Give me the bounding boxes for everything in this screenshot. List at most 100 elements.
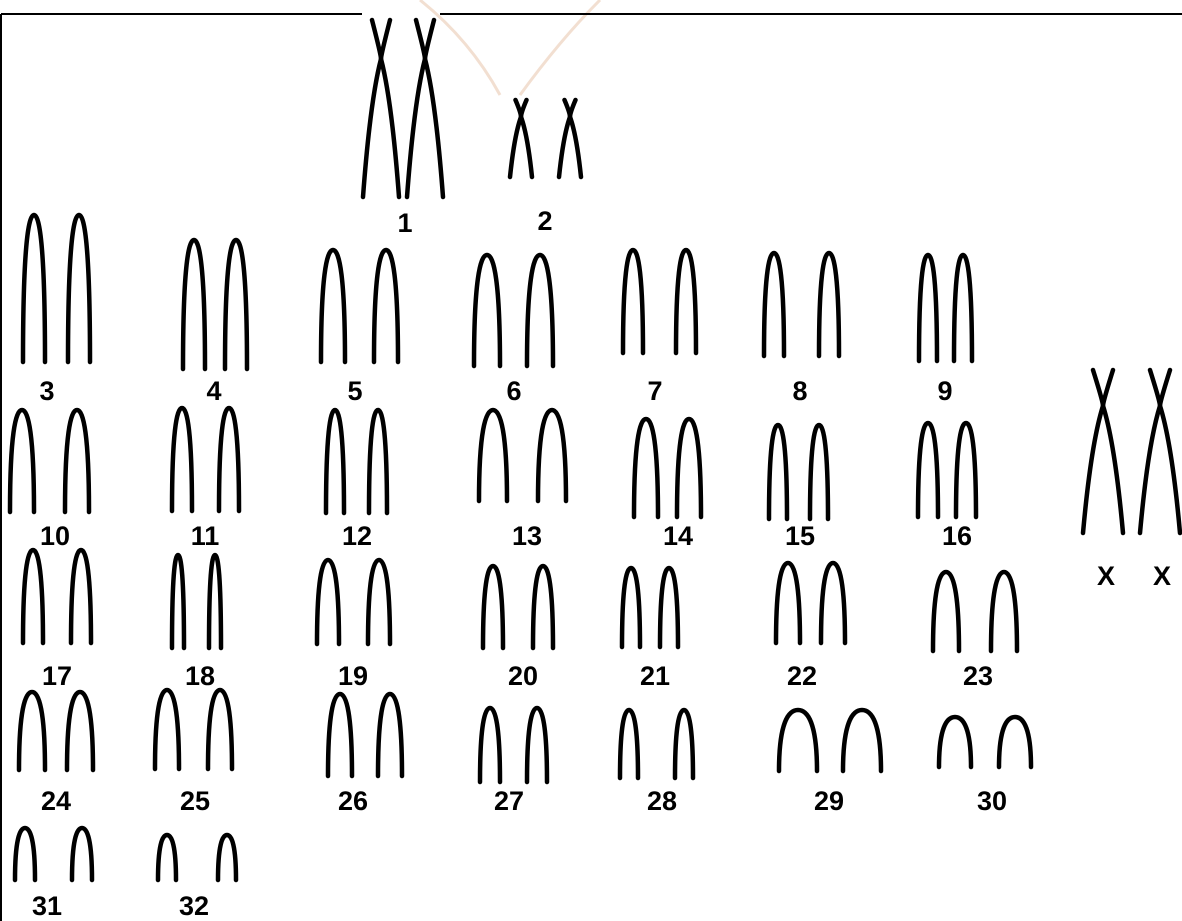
chromosome-1-b [407,20,443,197]
chromosome-label-27: 27 [494,786,524,816]
chromosome-21-a [622,568,640,647]
chromosome-x-b [1140,370,1180,533]
chromosome-label-7: 7 [647,376,662,406]
chromosome-label-14: 14 [663,521,693,551]
chromosome-label-6: 6 [506,376,521,406]
chromosome-label-9: 9 [937,376,952,406]
chromosome-15-a [769,425,787,519]
chromosome-label-12: 12 [342,521,372,551]
chromosome-label-5: 5 [347,376,362,406]
chromosome-1-a [363,20,399,197]
chromosome-8-a [764,253,784,356]
chromosome-22-a [776,563,800,643]
chromosome-label-19: 19 [338,661,368,691]
chromosome-16-a [918,423,938,517]
chromosome-8-b [819,253,839,356]
chromosome-29-a [779,710,817,771]
chromosome-label-29: 29 [814,786,844,816]
chromosome-28-b [675,710,693,778]
chromosome-16-b [956,423,976,517]
chromosome-2-a [510,100,532,177]
chromosome-20-a [483,566,503,648]
chromosome-2-b [559,100,581,177]
chromosome-label-8: 8 [792,376,807,406]
chromosome-27-b [527,708,547,782]
chromosome-26-b [378,694,402,776]
chromosome-12-a [326,410,344,513]
chromosome-label-3: 3 [39,376,54,406]
chromosome-17-b [71,550,91,643]
chromosome-26-a [328,694,352,776]
sex-chromosome-label-2: X [1153,561,1171,591]
chromosome-31-b [72,828,92,880]
chromosome-21-b [660,568,678,647]
chromosome-23-b [991,572,1017,651]
chromosome-5-b [374,250,398,362]
chromosome-13-b [538,410,566,501]
chromosome-label-1: 1 [397,208,412,238]
chromosome-11-a [172,408,192,511]
chromosome-30-a [939,717,971,767]
chromosome-29-b [843,710,881,771]
chromosome-label-17: 17 [42,661,72,691]
chromosome-28-a [620,710,638,778]
chromosome-label-24: 24 [41,786,71,816]
chromosome-18-b [209,555,221,648]
chromosome-label-11: 11 [191,521,220,551]
chromosome-30-b [999,717,1031,767]
chromosome-label-25: 25 [180,786,210,816]
chromosome-label-20: 20 [508,661,538,691]
chromosome-17-a [23,550,43,643]
chromosome-label-26: 26 [338,786,368,816]
chromosome-x-a [1083,370,1123,533]
chromosome-label-30: 30 [977,786,1007,816]
chromosome-label-13: 13 [512,521,542,551]
chromosome-12-b [369,410,387,513]
chromosome-27-a [480,708,500,782]
chromosome-7-b [676,250,696,353]
chromosome-label-2: 2 [537,206,552,236]
sex-chromosome-label-1: X [1097,561,1115,591]
chromosome-4-a [183,240,205,369]
chromosome-32-b [218,835,236,880]
chromosome-7-a [623,250,643,353]
chromosome-9-b [954,255,972,361]
chromosome-label-15: 15 [785,521,815,551]
chromosome-14-a [634,419,658,517]
chromosome-label-31: 31 [32,891,62,921]
chromosome-3-b [68,215,90,362]
chromosome-19-b [368,560,390,644]
chromosome-label-28: 28 [647,786,677,816]
chromosome-6-a [474,255,500,366]
chromosome-25-b [208,690,232,769]
chromosome-24-b [67,692,93,770]
chromosome-20-b [533,566,553,648]
chromosome-label-16: 16 [942,521,972,551]
chromosome-10-b [65,410,89,512]
chromosome-label-32: 32 [179,891,209,921]
chromosome-23-a [933,572,959,651]
chromosome-14-b [677,419,701,517]
chromosome-15-b [810,425,828,519]
chromosome-label-21: 21 [640,661,670,691]
chromosome-22-b [821,563,845,643]
chromosome-label-23: 23 [963,661,993,691]
chromosome-3-a [23,215,45,362]
chromosome-24-a [19,692,45,770]
chromosome-layer [10,20,1180,880]
chromosome-label-18: 18 [185,661,215,691]
chromosome-9-a [919,255,937,361]
chromosome-10-a [10,410,34,512]
chromosome-6-b [527,255,553,366]
chromosome-13-a [479,410,507,501]
chromosome-label-22: 22 [787,661,817,691]
chromosome-25-a [155,690,179,769]
chromosome-label-4: 4 [206,376,221,406]
chromosome-4-b [225,240,247,369]
chromosome-18-a [172,555,184,648]
chromosome-31-a [15,828,35,880]
chromosome-19-a [317,560,339,644]
chromosome-label-10: 10 [40,521,70,551]
chromosome-32-a [158,835,176,880]
